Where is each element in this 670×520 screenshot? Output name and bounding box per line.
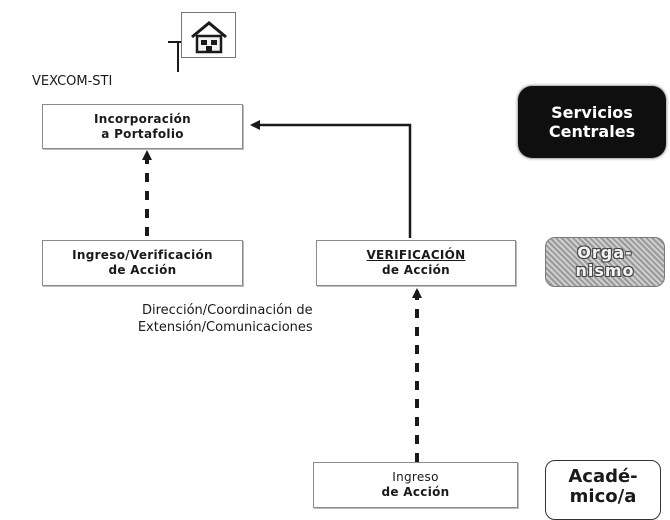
- organismo-badge: Orga- nismo: [545, 237, 665, 287]
- direccion-line2: Extensión/Comunicaciones: [137, 320, 313, 335]
- connector-layer: [142, 41, 422, 462]
- verificacion-box: VERIFICACIÓN de Acción: [316, 240, 516, 286]
- servicios-line1: Servicios: [551, 103, 633, 122]
- incorporacion-line1: Incorporación: [93, 111, 192, 126]
- academico-badge: Acadé- mico/a: [545, 460, 661, 520]
- solid-connector: [250, 120, 412, 238]
- ingreso-verificacion-box: Ingreso/Verificación de Acción: [42, 240, 243, 286]
- home-icon: [191, 21, 227, 54]
- direccion-label: Dirección/Coordinación de Extensión/Comu…: [118, 302, 313, 336]
- organismo-line2: nismo: [575, 261, 635, 280]
- vexcom-label: VEXCOM-STI: [32, 74, 113, 89]
- ingreso-verificacion-line1: Ingreso/Verificación: [72, 248, 213, 262]
- academico-line2: mico/a: [569, 486, 637, 507]
- incorporacion-line2: a Portafolio: [101, 126, 184, 141]
- ingreso-verificacion-line2: de Acción: [108, 263, 177, 277]
- ingreso-line2: de Acción: [381, 485, 450, 499]
- servicios-centrales-badge: Servicios Centrales: [518, 86, 666, 158]
- ingreso-box: Ingreso de Acción: [313, 462, 518, 508]
- verificacion-line1: VERIFICACIÓN: [366, 248, 466, 262]
- verificacion-line2: de Acción: [381, 263, 451, 277]
- incorporacion-box: Incorporación a Portafolio: [42, 104, 243, 149]
- direccion-line1: Dirección/Coordinación de: [142, 303, 313, 318]
- ingreso-line1: Ingreso: [392, 470, 439, 484]
- servicios-line2: Centrales: [548, 122, 636, 141]
- home-icon-frame: [181, 12, 236, 58]
- organismo-line1: Orga-: [577, 243, 633, 262]
- academico-line1: Acadé-: [568, 466, 638, 487]
